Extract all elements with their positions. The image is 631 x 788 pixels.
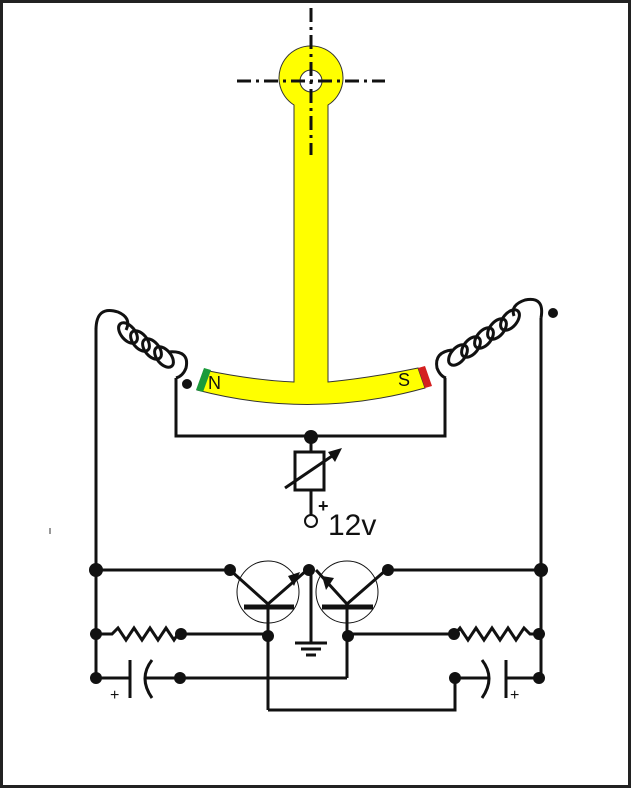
variable-resistor	[284, 437, 342, 515]
ground-symbol	[295, 570, 327, 657]
pendulum-armature: N S	[196, 45, 432, 405]
left-capacitor-plus: +	[110, 687, 119, 704]
right-capacitor	[455, 659, 541, 699]
right-transistor	[314, 560, 387, 678]
south-label: S	[398, 370, 410, 390]
right-resistor	[347, 625, 541, 643]
north-label: N	[208, 373, 221, 393]
south-pole-marker	[418, 366, 432, 388]
supply-terminal	[304, 514, 318, 528]
pivot-centerlines	[237, 8, 385, 155]
left-transistor	[228, 560, 308, 710]
left-resistor	[96, 625, 268, 643]
junction-dots	[89, 563, 548, 684]
north-pole-marker	[196, 368, 211, 392]
supply-plus-label: +	[318, 496, 329, 516]
right-coil-terminal	[548, 308, 558, 318]
left-coil	[94, 309, 189, 380]
right-capacitor-plus: +	[510, 687, 519, 704]
voltage-label: 12v	[328, 509, 376, 542]
left-coil-terminal	[182, 379, 192, 389]
right-coil	[435, 297, 544, 380]
left-capacitor	[96, 659, 347, 699]
cross-coupling-wire	[268, 678, 457, 712]
